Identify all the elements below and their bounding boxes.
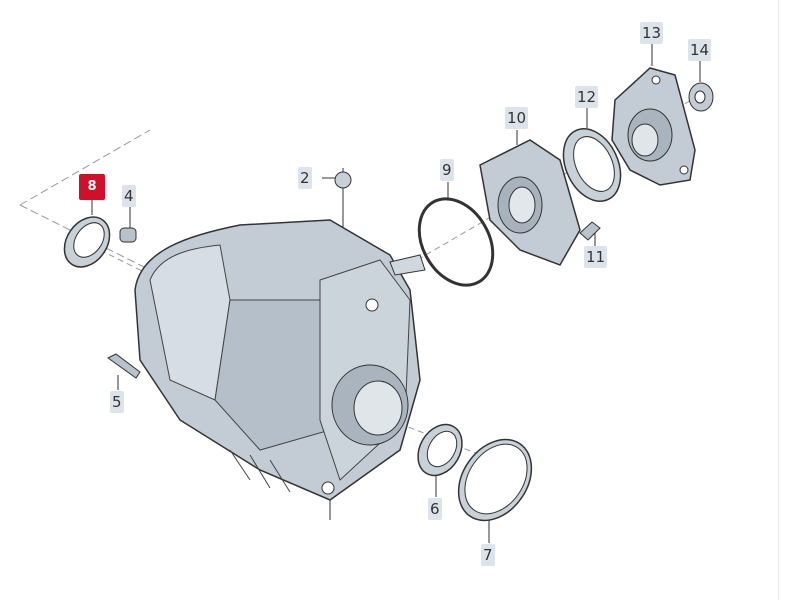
part-13-flange[interactable] [611,67,696,186]
transfer-case-housing [134,219,426,501]
part-4-plug[interactable] [119,227,137,243]
callout-12[interactable]: 12 [575,86,599,108]
callout-7[interactable]: 7 [481,544,495,566]
part-12-seal[interactable] [552,120,631,211]
callout-14[interactable]: 14 [688,39,712,61]
callout-9[interactable]: 9 [440,159,454,181]
axis-line [19,129,151,206]
callout-5[interactable]: 5 [110,391,124,413]
part-2-plug[interactable] [334,171,352,189]
callout-2[interactable]: 2 [298,167,312,189]
callout-4[interactable]: 4 [122,185,136,207]
part-8-seal[interactable] [55,208,119,275]
part-10-cover[interactable] [479,139,581,266]
part-9-o-ring[interactable] [404,186,507,299]
part-11-bolt[interactable] [579,221,601,241]
panel-border [778,0,779,600]
callout-8[interactable]: 8 [79,174,105,200]
callout-13[interactable]: 13 [640,22,664,44]
part-7-o-ring[interactable] [444,426,547,535]
part-14-nut[interactable] [688,82,714,112]
callout-11[interactable]: 11 [584,246,608,268]
callout-10[interactable]: 10 [505,107,529,129]
part-5-bolt[interactable] [107,353,141,379]
callout-6[interactable]: 6 [428,498,442,520]
part-6-seal-ring[interactable] [409,417,471,484]
